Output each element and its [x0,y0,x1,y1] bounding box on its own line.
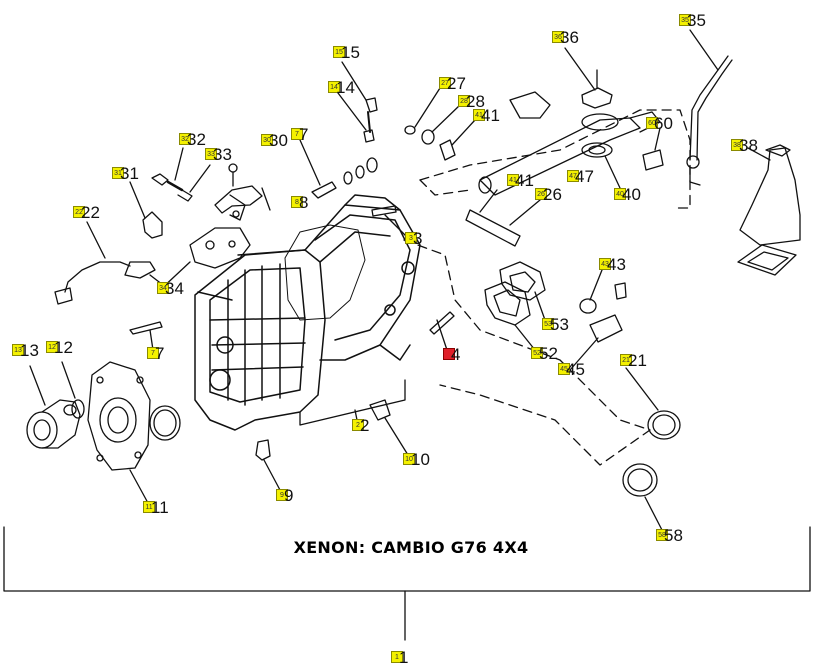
shift-plate-34 [189,227,251,269]
callout-22-tag: 22 [75,209,83,216]
callout-45-tag: 45 [560,366,568,373]
shift-fork-30 [214,163,271,221]
callout-33-tag: 33 [207,151,215,158]
callout-31-tag: 31 [114,170,122,177]
callout-10-tag: 10 [405,456,413,463]
callout-21-tag: 21 [622,357,630,364]
gasket-8 [284,224,366,321]
assembly-bracket [3,526,811,592]
callout-2-tag: 2 [356,422,360,429]
callout-34-tag: 34 [159,285,167,292]
callout-53-tag: 53 [544,321,552,328]
callout-38-tag: 38 [733,142,741,149]
callout-13-tag: 13 [14,347,22,354]
sensor-harness-22 [64,261,131,293]
callout-7a-tag: 7 [295,131,299,138]
callout-11-tag: 11 [145,504,153,511]
callout-15-tag: 15 [335,49,343,56]
callout-60-tag: 60 [648,120,656,127]
callout-36-tag: 36 [554,34,562,41]
shift-boot-38 [739,147,801,246]
callout-40-tag: 40 [616,191,624,198]
gearbox-housing [194,194,421,431]
callout-43-tag: 43 [601,261,609,268]
callout-58-tag: 58 [658,532,666,539]
callout-30-tag: 30 [263,137,271,144]
callout-12-tag: 12 [48,344,56,351]
gasket-53 [499,261,546,301]
bearing-retainer-13 [26,399,81,449]
diagram-title: XENON: CAMBIO G76 4X4 [293,538,529,557]
callout-7b-tag: 7 [151,350,155,357]
shift-lever-35 [689,55,729,161]
callout-1-tag: 1 [395,654,399,661]
callout-35-tag: 35 [681,17,689,24]
callout-52-tag: 52 [533,350,541,357]
callout-47-tag: 47 [569,173,577,180]
cover-plate-11 [87,361,151,471]
callout-41a-tag: 41 [475,112,483,119]
callout-3-tag: 3 [409,235,413,242]
gasket-52 [484,281,531,326]
callout-28-tag: 28 [460,98,468,105]
callout-32-tag: 32 [181,136,189,143]
callout-9-tag: 9 [280,492,284,499]
callout-26-tag: 26 [537,191,545,198]
callout-27-tag: 27 [441,80,449,87]
callout-41b-tag: 41 [509,177,517,184]
callout-14-tag: 14 [330,84,338,91]
callout-4[interactable]: 4 [443,346,460,363]
callout-8-tag: 8 [295,199,299,206]
